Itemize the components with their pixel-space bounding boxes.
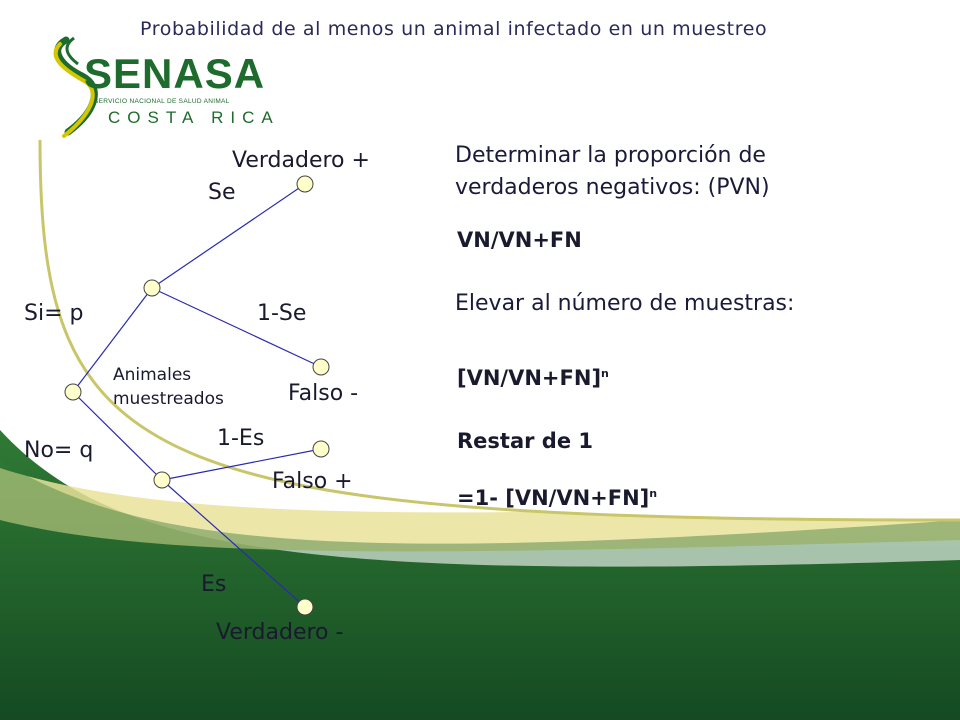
formula2-base: [VN/VN+FN] (457, 366, 602, 390)
edge-upper-vp (151, 183, 306, 289)
node-falso-pos (312, 440, 330, 458)
edge-lower-fp (161, 448, 322, 481)
logo-name: SENASA (84, 50, 266, 97)
formula2: [VN/VN+FN]n (457, 366, 609, 390)
node-falso-neg (312, 358, 330, 376)
label-verdadero-pos: Verdadero + (232, 148, 370, 173)
formula2-exponent: n (601, 367, 609, 380)
node-lower (153, 471, 171, 489)
senasa-logo-emblem (53, 36, 98, 138)
label-one-minus-es: 1-Es (217, 426, 265, 451)
step1-text: Determinar la proporción de verdaderos n… (455, 143, 770, 200)
label-es: Es (201, 572, 227, 597)
label-falso-neg: Falso - (288, 381, 359, 406)
step2-text: Elevar al número de muestras: (455, 291, 795, 316)
formula3: =1- [VN/VN+FN]n (457, 486, 657, 510)
label-one-minus-se: 1-Se (257, 301, 307, 326)
edge-lower-vn (161, 479, 306, 608)
formula3-exponent: n (649, 487, 658, 500)
edge-root-upper (72, 287, 153, 393)
label-si: Si= p (24, 301, 84, 326)
edge-upper-fn (151, 287, 322, 368)
formula3-base: =1- [VN/VN+FN] (457, 486, 650, 510)
node-verdadero-neg (296, 598, 314, 616)
node-verdadero-pos (296, 175, 314, 193)
step3-text: Restar de 1 (457, 429, 593, 453)
slide-header: Probabilidad de al menos un animal infec… (140, 18, 768, 40)
edge-root-lower (72, 391, 163, 481)
label-no: No= q (24, 438, 94, 463)
label-verdadero-neg: Verdadero - (216, 620, 344, 645)
senasa-logo: SENASA SERVICIO NACIONAL DE SALUD ANIMAL… (38, 36, 273, 146)
logo-subtitle: SERVICIO NACIONAL DE SALUD ANIMAL (94, 98, 230, 105)
node-root (64, 383, 82, 401)
label-animales-muestreados: Animales muestreados (113, 365, 224, 409)
formula1: VN/VN+FN (457, 228, 582, 252)
logo-country: COSTA RICA (108, 108, 280, 127)
label-se: Se (208, 180, 236, 205)
label-falso-pos: Falso + (272, 469, 353, 494)
node-upper (143, 279, 161, 297)
